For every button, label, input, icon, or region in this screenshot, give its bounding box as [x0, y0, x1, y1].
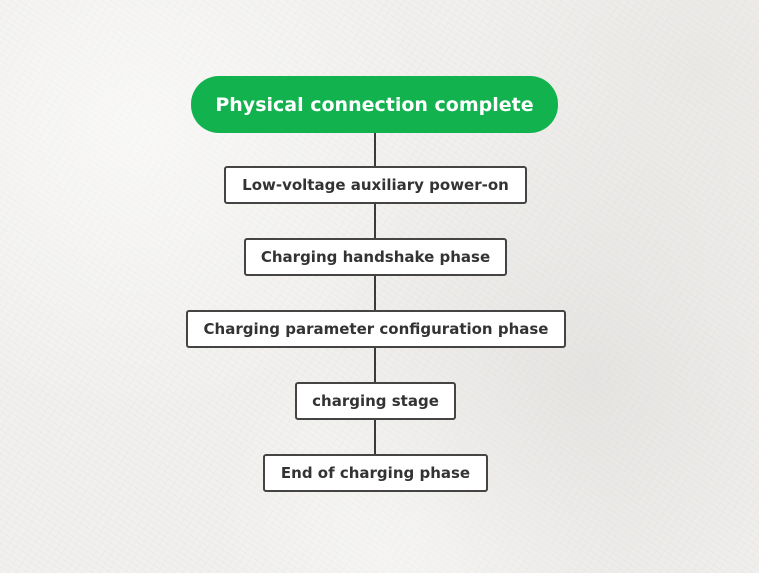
- step-node-charging-handshake: Charging handshake phase: [244, 238, 507, 276]
- step-node-end-of-charging: End of charging phase: [263, 454, 488, 492]
- connector-step-2-to-step-3: [374, 276, 376, 310]
- step-node-label: Charging handshake phase: [260, 248, 491, 266]
- step-node-parameter-configuration: Charging parameter configuration phase: [186, 310, 566, 348]
- connector-root-to-step-1: [374, 133, 376, 166]
- connector-step-1-to-step-2: [374, 204, 376, 238]
- connector-step-3-to-step-4: [374, 348, 376, 382]
- step-node-charging-stage: charging stage: [295, 382, 456, 420]
- step-node-label: Low-voltage auxiliary power-on: [242, 176, 509, 194]
- step-node-low-voltage-power-on: Low-voltage auxiliary power-on: [224, 166, 527, 204]
- step-node-label: charging stage: [312, 392, 439, 410]
- root-node-label: Physical connection complete: [215, 93, 534, 116]
- connector-step-4-to-step-5: [374, 420, 376, 454]
- root-node-physical-connection: Physical connection complete: [191, 76, 558, 133]
- step-node-label: Charging parameter configuration phase: [203, 320, 549, 338]
- step-node-label: End of charging phase: [280, 464, 471, 482]
